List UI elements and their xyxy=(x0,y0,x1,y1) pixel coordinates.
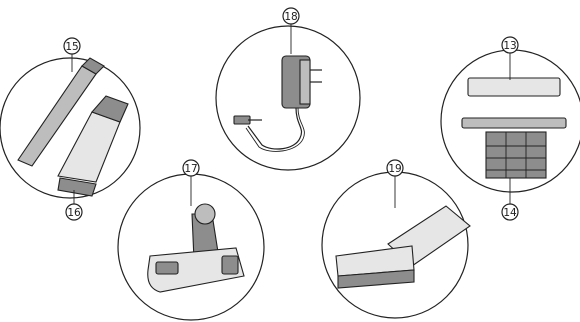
charger-plug xyxy=(233,115,251,125)
callout-13-bubble xyxy=(501,36,519,54)
filter-mesh-grid xyxy=(486,132,546,178)
callout-19: 19 xyxy=(386,159,404,208)
callout-16-bubble xyxy=(65,203,83,221)
callout-13-label: 13 xyxy=(503,40,516,52)
filter-top-cover xyxy=(467,77,561,97)
charger-illustration xyxy=(215,25,361,171)
callout-17: 17 xyxy=(182,159,200,206)
mini-motor-window xyxy=(155,261,179,275)
crevice-frame-circle xyxy=(0,57,141,199)
wide-brush-bristles xyxy=(337,269,415,289)
callout-14-bubble xyxy=(501,203,519,221)
callout-18-bubble xyxy=(282,7,300,25)
callout-16: 16 xyxy=(65,190,83,221)
callout-16-label: 16 xyxy=(67,207,81,219)
mini-motor-joint xyxy=(194,203,216,225)
callout-19-bubble xyxy=(386,159,404,177)
mini-motor-side xyxy=(221,255,239,275)
filter-gasket xyxy=(461,117,567,129)
callout-15-bubble xyxy=(63,37,81,55)
wide-brush-illustration xyxy=(321,171,471,319)
callout-14-label: 14 xyxy=(503,207,517,219)
callout-14: 14 xyxy=(501,178,519,221)
filter-assembly-illustration xyxy=(440,49,580,193)
callout-15-label: 15 xyxy=(65,41,78,53)
dusting-brush-bristles xyxy=(57,177,97,197)
callout-15: 15 xyxy=(63,37,81,72)
charger-adapter-side xyxy=(299,59,311,105)
dusting-brush-collar xyxy=(91,95,129,123)
callout-17-bubble xyxy=(182,159,200,177)
callout-17-label: 17 xyxy=(184,163,197,175)
crevice-brush-illustration xyxy=(0,57,141,199)
charger-cable-inner xyxy=(245,107,305,152)
callout-18-label: 18 xyxy=(284,11,297,23)
charger-cable xyxy=(247,107,303,150)
filter-mesh xyxy=(485,131,547,179)
crevice-tool-collar xyxy=(81,57,105,75)
callout-19-label: 19 xyxy=(388,163,401,175)
callout-13: 13 xyxy=(501,36,519,80)
mini-motor-tool-illustration xyxy=(117,173,265,321)
callout-18: 18 xyxy=(282,7,300,54)
mini-motor-head xyxy=(147,247,245,293)
